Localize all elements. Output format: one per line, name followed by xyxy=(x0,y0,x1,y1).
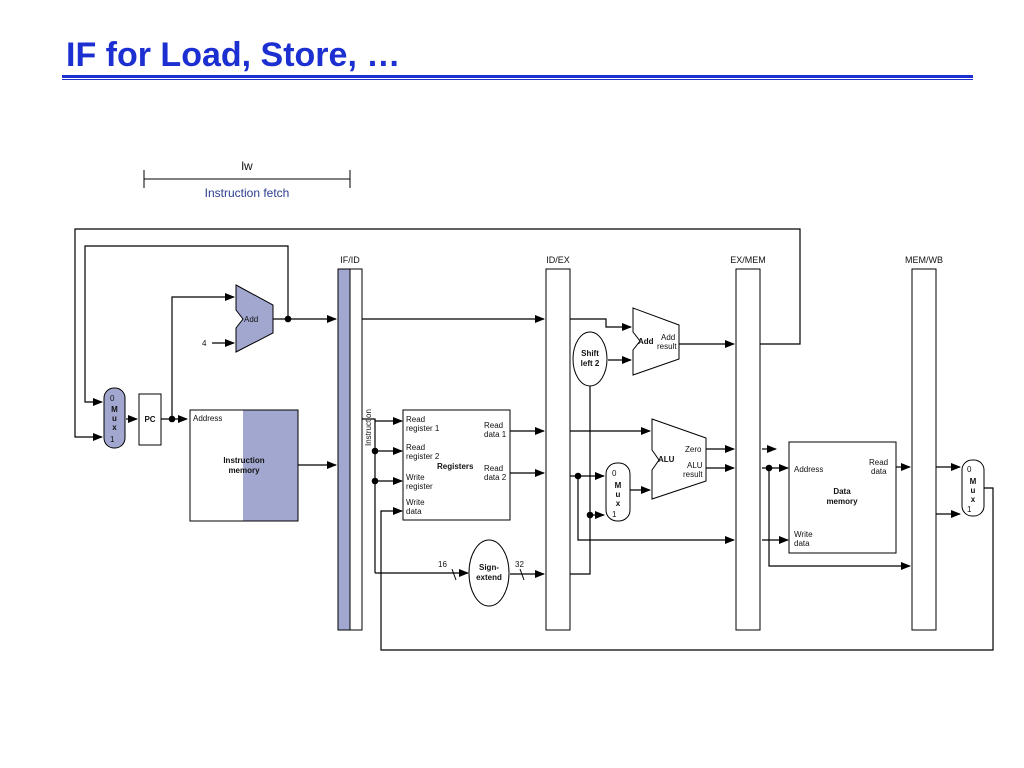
alu-mux-x: x xyxy=(616,499,621,508)
dmem-label-b: memory xyxy=(826,497,858,506)
write-reg-a: Write xyxy=(406,473,425,482)
imem-label-1: Instruction xyxy=(223,456,264,465)
alu-mux-in0: 0 xyxy=(612,469,617,478)
if-id-register-highlight xyxy=(337,268,351,631)
read-data1-a: Read xyxy=(484,421,503,430)
pc-mux-in0: 0 xyxy=(110,394,115,403)
wb-mux-m: M xyxy=(970,477,977,486)
dmem-write-data-a: Write xyxy=(794,530,813,539)
dmem-label-a: Data xyxy=(833,487,851,496)
alu-result-b: result xyxy=(683,470,703,479)
wb-mux-x: x xyxy=(971,495,976,504)
instruction-bus-label: Instruction xyxy=(364,409,373,446)
alu-mux-m: M xyxy=(615,481,622,490)
branch-adder xyxy=(632,307,680,376)
registers-label: Registers xyxy=(437,462,474,471)
write-data-a: Write xyxy=(406,498,425,507)
junction-dots xyxy=(168,315,773,519)
write-data-b: data xyxy=(406,507,422,516)
if-id-register xyxy=(349,268,363,631)
if-id-label: IF/ID xyxy=(340,255,360,265)
pc-mux-in1: 1 xyxy=(110,435,115,444)
mem-wb-label: MEM/WB xyxy=(905,255,943,265)
shift-label-a: Shift xyxy=(581,349,599,358)
branch-adder-label: Add xyxy=(638,337,654,346)
alu-mux-in1: 1 xyxy=(612,510,617,519)
pc-mux-x: x xyxy=(112,423,117,432)
slide-title: IF for Load, Store, … xyxy=(66,36,401,74)
wb-mux-in0: 0 xyxy=(967,465,972,474)
alu-src-mux xyxy=(605,462,631,522)
stage-bracket xyxy=(143,170,351,188)
pc-mux-m: M xyxy=(111,405,118,414)
mem-wb-register xyxy=(911,268,937,631)
writeback-mux xyxy=(961,459,985,517)
program-counter xyxy=(138,393,162,446)
read-reg2-b: register 2 xyxy=(406,452,440,461)
sign-extend-a: Sign- xyxy=(479,563,499,572)
stage-name: Instruction fetch xyxy=(205,186,290,200)
wb-mux-u: u xyxy=(971,486,976,495)
alu xyxy=(651,418,707,500)
read-data2-b: data 2 xyxy=(484,473,507,482)
dmem-read-data-b: data xyxy=(871,467,887,476)
instruction-memory-plain xyxy=(190,410,243,521)
data-memory xyxy=(788,441,897,554)
pc-mux-u: u xyxy=(112,414,117,423)
dmem-write-data-b: data xyxy=(794,539,810,548)
instruction-memory xyxy=(189,409,299,522)
wires xyxy=(74,228,994,651)
read-reg1-a: Read xyxy=(406,415,425,424)
alu-result-a: ALU xyxy=(687,461,703,470)
ex-mem-label: EX/MEM xyxy=(730,255,766,265)
constant-four: 4 xyxy=(202,339,207,348)
read-reg2-a: Read xyxy=(406,443,425,452)
pc-label: PC xyxy=(144,415,155,424)
bus-width-32: 32 xyxy=(515,560,524,569)
ex-mem-register xyxy=(735,268,761,631)
imem-address-label: Address xyxy=(193,414,222,423)
imem-label-2: memory xyxy=(228,466,260,475)
shift-label-b: left 2 xyxy=(581,359,600,368)
read-reg1-b: register 1 xyxy=(406,424,440,433)
dmem-read-data-a: Read xyxy=(869,458,888,467)
sign-extend-b: extend xyxy=(476,573,502,582)
alu-mux-u: u xyxy=(616,490,621,499)
instruction-memory-highlight xyxy=(243,410,298,521)
pc-adder xyxy=(235,284,274,353)
instruction-name: lw xyxy=(241,159,253,173)
alu-label: ALU xyxy=(658,455,675,464)
add-result-b: result xyxy=(657,342,677,351)
pc-adder-label: Add xyxy=(244,315,258,324)
zero-label: Zero xyxy=(685,445,702,454)
id-ex-label: ID/EX xyxy=(546,255,570,265)
write-reg-b: register xyxy=(406,482,433,491)
shift-left-2-unit xyxy=(572,331,608,387)
pc-mux xyxy=(103,387,126,449)
title-underline xyxy=(62,75,973,80)
bus-width-16: 16 xyxy=(438,560,447,569)
sign-extend-unit xyxy=(468,539,510,607)
register-file xyxy=(402,409,511,521)
read-data1-b: data 1 xyxy=(484,430,507,439)
id-ex-register xyxy=(545,268,571,631)
read-data2-a: Read xyxy=(484,464,503,473)
wb-mux-in1: 1 xyxy=(967,505,972,514)
add-result-a: Add xyxy=(661,333,675,342)
dmem-address: Address xyxy=(794,465,823,474)
